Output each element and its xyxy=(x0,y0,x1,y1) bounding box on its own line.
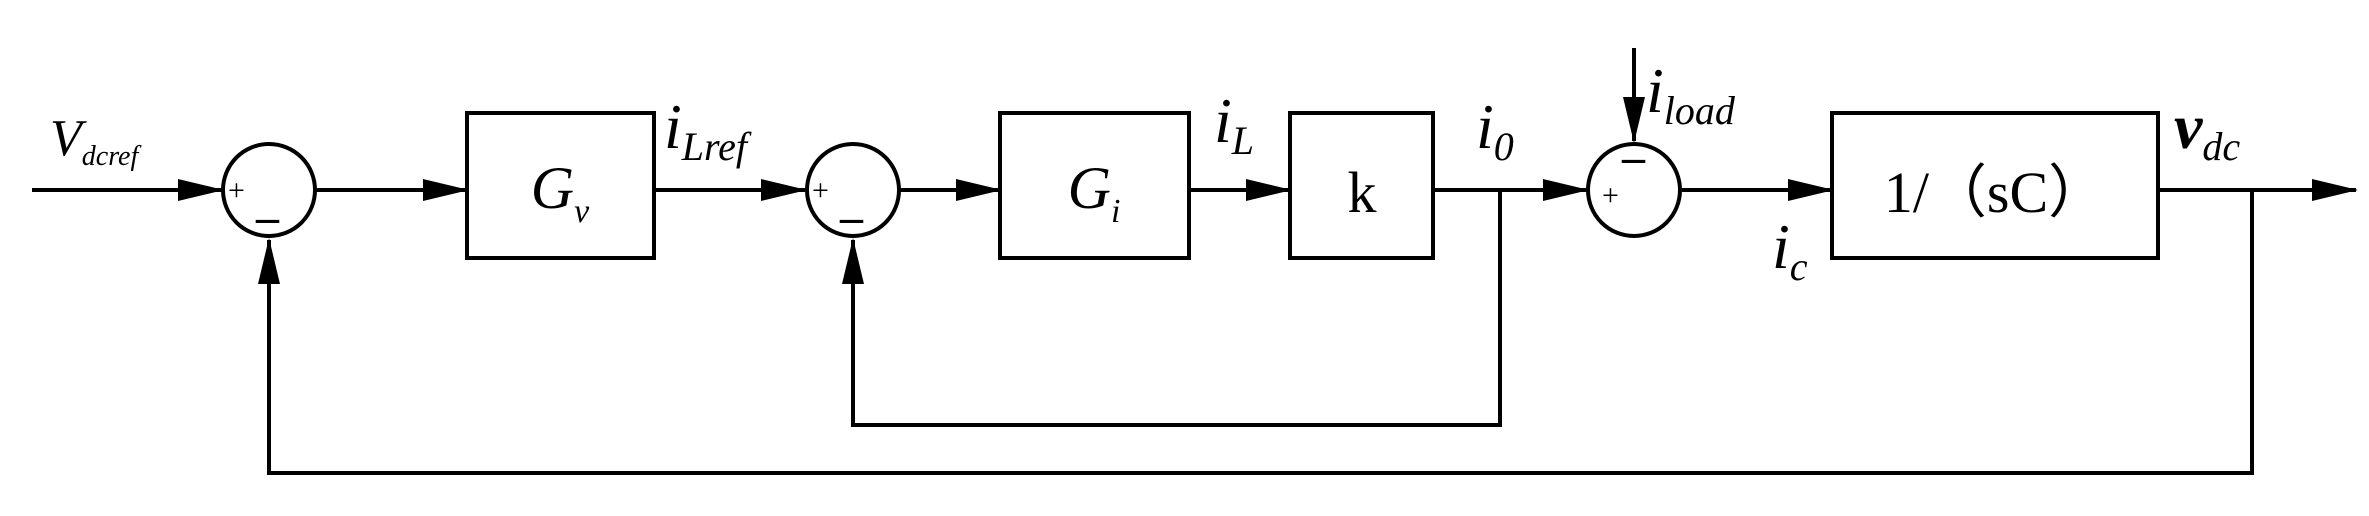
plant-box xyxy=(1830,111,2160,260)
k-label: k xyxy=(1348,160,1377,225)
k-box xyxy=(1288,111,1435,260)
sum3-circle xyxy=(1586,142,1682,238)
sum2-circle xyxy=(805,142,901,238)
signal-wires xyxy=(32,48,2358,475)
block-plant: 1/（sC） xyxy=(1830,111,2160,260)
block-gv: Gv xyxy=(465,111,656,260)
wire-inner-feedback xyxy=(842,190,1502,427)
sum1-circle xyxy=(221,142,317,238)
block-k: k xyxy=(1288,111,1435,260)
summing-junction-2: + – xyxy=(805,142,901,242)
gi-label: Gi xyxy=(1068,155,1121,230)
sum1-plus-sign: + xyxy=(228,174,245,207)
gv-label: Gv xyxy=(531,155,590,230)
signal-label-ic: ic xyxy=(1772,211,1808,289)
plant-label: 1/（sC） xyxy=(1884,160,2106,225)
signal-label-iload: iload xyxy=(1646,55,1736,133)
sum3-plus-sign: + xyxy=(1602,179,1619,212)
gi-box xyxy=(998,111,1191,260)
input-label-vdcref: Vdcref xyxy=(50,110,141,172)
signal-label-i0: i0 xyxy=(1476,91,1514,169)
signal-label-vdc: vdc xyxy=(2174,91,2240,169)
block-gi: Gi xyxy=(998,111,1191,260)
summing-junction-1: + – xyxy=(221,142,317,242)
signal-label-ilref: iLref xyxy=(664,91,752,169)
sum2-minus-sign: – xyxy=(839,191,864,242)
sum2-plus-sign: + xyxy=(812,174,829,207)
signal-label-il: iL xyxy=(1214,85,1254,163)
gv-box xyxy=(465,111,656,260)
sum1-minus-sign: – xyxy=(255,191,280,242)
wire-outer-feedback xyxy=(258,190,2254,475)
summing-junction-3: + – xyxy=(1586,131,1682,238)
sum3-minus-sign: – xyxy=(1621,131,1646,182)
